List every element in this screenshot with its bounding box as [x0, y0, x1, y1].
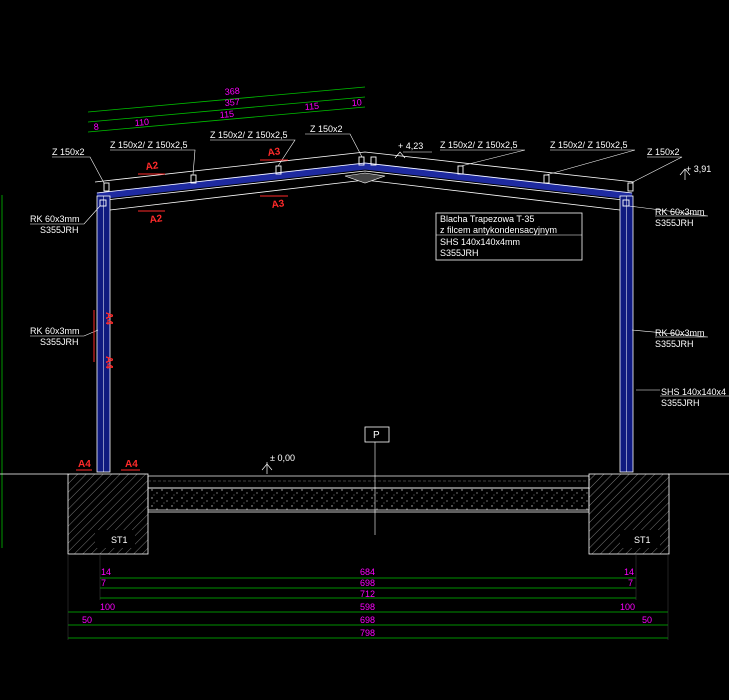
bottom-dim-1-right: 14: [624, 567, 634, 577]
foundation-left: [67, 473, 149, 555]
label-purlin-left-upper: Z 150x2/ Z 150x2,5: [210, 130, 288, 140]
top-dim-10: 10: [351, 97, 362, 108]
section-mark-a2-top: A2: [145, 160, 160, 173]
bottom-dim-4-right: 100: [620, 602, 635, 612]
bottom-dim-2-right: 7: [628, 578, 633, 588]
bottom-dim-5-right: 50: [642, 615, 652, 625]
roof-box-line-3: SHS 140x140x4mm: [440, 237, 520, 247]
bottom-dimension-lines: [68, 577, 668, 639]
label-rk-top-left-1: RK 60x3mm: [30, 214, 80, 224]
floor-slab: [147, 475, 590, 511]
label-purlin-right-eave: Z 150x2: [647, 147, 680, 157]
top-dim-8: 8: [93, 122, 99, 132]
top-dim-115a: 115: [219, 109, 234, 120]
bottom-dim-1-left: 14: [101, 567, 111, 577]
bottom-dim-1-mid: 684: [360, 567, 375, 577]
label-section-p: P: [373, 430, 380, 441]
top-dim-357: 357: [224, 97, 240, 108]
top-dimension-lines: [87, 86, 366, 133]
bottom-dim-3-mid: 712: [360, 589, 375, 599]
roof-box-line-4: S355JRH: [440, 248, 479, 258]
section-mark-a2-bottom: A2: [149, 213, 164, 226]
bottom-dim-4-mid: 598: [360, 602, 375, 612]
label-foot-right: ST1: [634, 535, 651, 545]
top-dim-110: 110: [134, 117, 149, 128]
section-mark-a4-foot-left: A4: [78, 459, 91, 470]
purlins: [99, 156, 634, 207]
bottom-dim-2-left: 7: [101, 578, 106, 588]
top-dim-115b: 115: [304, 101, 319, 112]
section-mark-a3-top: A3: [267, 146, 282, 159]
section-p-box: [364, 426, 390, 443]
label-column-right-1: SHS 140x140x4: [661, 387, 726, 397]
roof-box-line-2: z filcem antykondensacyjnym: [440, 225, 557, 235]
section-mark-a4-foot-right: A4: [125, 459, 138, 470]
roof-description-box: [435, 212, 583, 261]
label-rk-top-left-2: S355JRH: [40, 225, 79, 235]
label-rk-top-right-1: RK 60x3mm: [655, 207, 705, 217]
label-ridge-level: + 4,23: [398, 141, 423, 151]
bottom-dim-5-mid: 698: [360, 615, 375, 625]
section-mark-arrows: [76, 159, 288, 471]
label-purlin-left-mid: Z 150x2/ Z 150x2,5: [110, 140, 188, 150]
roof-frame: [94, 151, 635, 211]
leader-lines: [30, 133, 729, 397]
label-rk-top-right-2: S355JRH: [655, 218, 694, 228]
foundation-right: [588, 473, 670, 555]
label-purlin-left-eave: Z 150x2: [52, 147, 85, 157]
label-purlin-ridge: Z 150x2: [310, 124, 343, 134]
label-purlin-right-mid: Z 150x2/ Z 150x2,5: [440, 140, 518, 150]
dimension-extension-lines: [67, 554, 669, 640]
label-eave-level: + 3,91: [686, 164, 711, 174]
label-rk-mid-left-2: S355JRH: [40, 337, 79, 347]
roof-box-line-1: Blacha Trapezowa T-35: [440, 214, 534, 224]
section-mark-a3-bottom: A3: [271, 198, 286, 211]
label-rk-mid-right-2: S355JRH: [655, 339, 694, 349]
bottom-dim-5-left: 50: [82, 615, 92, 625]
level-symbols: [261, 151, 691, 474]
label-purlin-right-upper: Z 150x2/ Z 150x2,5: [550, 140, 628, 150]
section-mark-a4-lower: A4: [103, 356, 114, 369]
label-rk-mid-left-1: RK 60x3mm: [30, 326, 80, 336]
bottom-dim-6-mid: 798: [360, 628, 375, 638]
label-column-right-2: S355JRH: [661, 398, 700, 408]
bottom-dim-2-mid: 698: [360, 578, 375, 588]
top-dim-368: 368: [224, 86, 240, 97]
columns: [96, 195, 634, 473]
label-floor-level: ± 0,00: [270, 453, 295, 463]
label-foot-left: ST1: [111, 535, 128, 545]
section-mark-a4-upper: A4: [103, 312, 114, 325]
bottom-dim-4-left: 100: [100, 602, 115, 612]
label-rk-mid-right-1: RK 60x3mm: [655, 328, 705, 338]
